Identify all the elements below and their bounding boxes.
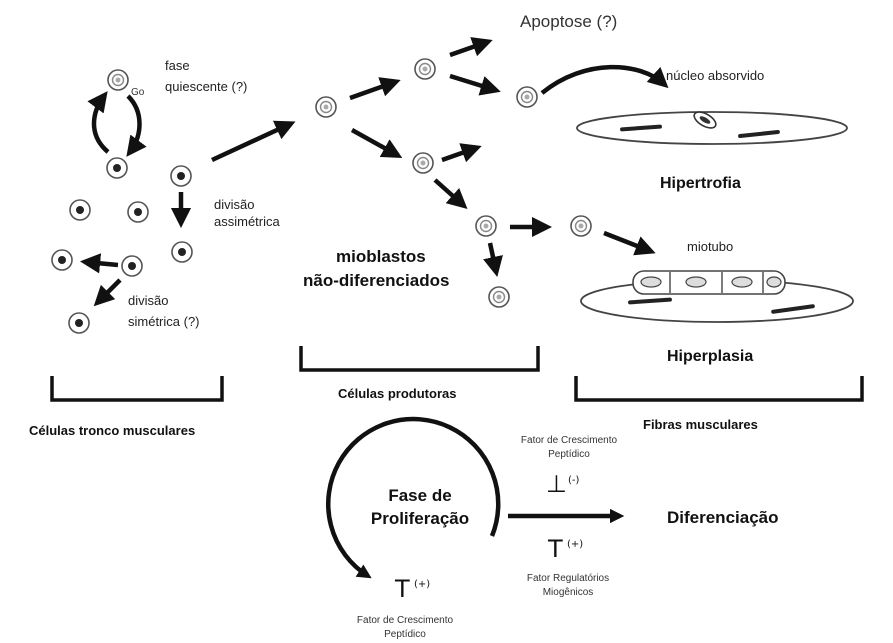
myoblast-arrow <box>350 128 403 158</box>
myoblast-arrow <box>441 143 482 163</box>
myotube-label: miotubo <box>687 239 733 254</box>
myoblast-cell <box>516 86 538 108</box>
stem-cell <box>170 165 192 187</box>
inhibit-sup: (-) <box>568 475 580 486</box>
myoblast-arrow <box>483 242 503 277</box>
myoblast-cell <box>412 152 434 174</box>
stem-cell <box>121 255 143 277</box>
fiber-nucleus <box>771 304 815 314</box>
apoptosis-arrow <box>449 37 493 58</box>
hypertrophy-label: Hipertrofia <box>660 175 741 192</box>
quiescent-cycle-arrow <box>126 94 147 157</box>
quiescent-label: quiescente (?) <box>165 79 247 94</box>
cycle-promote-sup: (+) <box>414 579 430 590</box>
growth-factor-inhibit-label: Peptídico <box>548 449 590 460</box>
promote-sup: (+) <box>567 539 583 550</box>
fiber-nucleus <box>628 297 672 305</box>
symmetric-division-label: simétrica (?) <box>128 314 200 329</box>
myoblast-cell <box>570 215 592 237</box>
inhibit-symbol: ⊥ <box>546 470 567 498</box>
quiescent-label: fase <box>165 58 190 73</box>
stem-cell <box>69 199 91 221</box>
fiber-nucleus <box>738 130 780 138</box>
myoblast-arrow <box>449 73 501 96</box>
proliferation-phase-label: Proliferação <box>371 509 469 528</box>
growth-factor-promote-label: Fator de Crescimento <box>357 615 454 626</box>
growth-factor-inhibit-label: Fator de Crescimento <box>521 435 618 446</box>
stem-cell <box>171 241 193 263</box>
stem-cell <box>106 157 128 179</box>
asymmetric-division-label: assimétrica <box>214 214 281 229</box>
promote-symbol: T <box>547 535 563 563</box>
symmetric-division-label: divisão <box>128 293 168 308</box>
producer-cells-bracket <box>299 346 540 372</box>
asymmetric-division-label: divisão <box>214 197 254 212</box>
quiescent-cell <box>107 69 129 91</box>
cycle-promote-symbol: T <box>394 575 410 603</box>
proliferation-phase-label: Fase de <box>388 486 451 505</box>
muscle-fibers-bracket <box>574 376 864 402</box>
symmetric-division-arrow <box>79 253 119 274</box>
myoblast-arrow <box>433 178 468 210</box>
muscle-fibers-label: Fibras musculares <box>643 417 758 432</box>
go-label: Go <box>131 87 145 98</box>
myoblast-cell <box>315 96 337 118</box>
myoblasts-label: não-diferenciados <box>303 271 449 290</box>
myoblast-cell <box>488 286 510 308</box>
stem-cells-label: Células tronco musculares <box>29 423 195 438</box>
fiber-nucleus <box>620 124 662 132</box>
producer-cells-label: Células produtoras <box>338 386 456 401</box>
growth-factor-promote-label: Peptídico <box>384 629 426 640</box>
myogenic-factor-label: Miogênicos <box>543 587 594 598</box>
absorbed-nucleus-label: núcleo absorvido <box>666 68 764 83</box>
apoptosis-label: Apoptose (?) <box>520 12 617 31</box>
hyperplasia-label: Hiperplasia <box>667 348 753 365</box>
myoblasts-label: mioblastos <box>336 247 426 266</box>
proliferation-cycle-arrow <box>326 416 501 579</box>
myoblast-cell <box>414 58 436 80</box>
stem-cells-bracket <box>50 376 224 402</box>
myoblast-cell <box>475 215 497 237</box>
differentiation-label: Diferenciação <box>667 508 779 527</box>
to-myoblast-arrow <box>211 120 296 163</box>
stem-cell <box>127 201 149 223</box>
myoblast-arrow <box>349 77 401 101</box>
symmetric-division-arrow <box>93 278 122 307</box>
to-myotube-arrow <box>603 230 656 256</box>
myogenic-factor-label: Fator Regulatórios <box>527 573 609 584</box>
quiescent-cycle-arrow <box>87 91 110 154</box>
nucleus-absorption-arrow <box>540 64 669 95</box>
stem-cell <box>68 312 90 334</box>
myotube <box>632 270 786 295</box>
stem-cell <box>51 249 73 271</box>
